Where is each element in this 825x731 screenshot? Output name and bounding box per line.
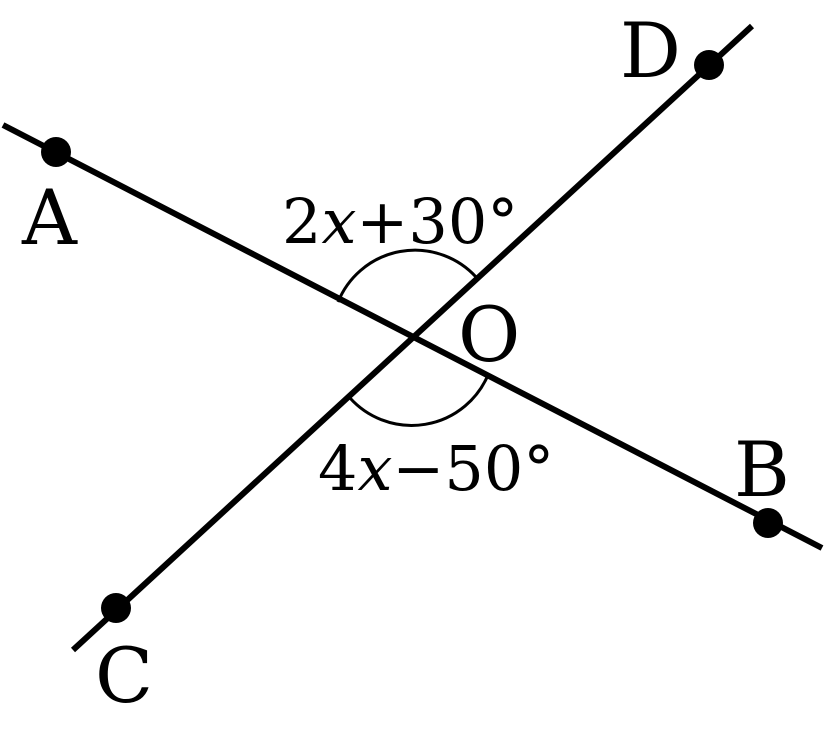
point-b-dot [753, 508, 783, 538]
point-d-label: D [620, 6, 681, 95]
point-d-dot [694, 50, 724, 80]
angle-top-var: x [321, 185, 356, 258]
point-o-label: O [458, 290, 520, 379]
point-a-label: A [21, 173, 78, 262]
point-c-label: C [95, 631, 153, 720]
point-c-dot [101, 593, 131, 623]
point-a-dot [41, 137, 71, 167]
angle-top-rest: +30° [356, 185, 518, 258]
angle-arc-aod [336, 248, 478, 303]
angle-label-top: 2x+30° [282, 185, 518, 258]
angle-bottom-rest: −50° [392, 432, 554, 505]
angle-top-coef: 2 [282, 185, 321, 258]
point-b-label: B [734, 425, 790, 514]
angle-bottom-coef: 4 [318, 432, 357, 505]
angle-arc-cob [348, 374, 490, 427]
angle-label-bottom: 4x−50° [318, 432, 554, 505]
angle-bottom-var: x [357, 432, 392, 505]
line-cd [70, 23, 755, 653]
